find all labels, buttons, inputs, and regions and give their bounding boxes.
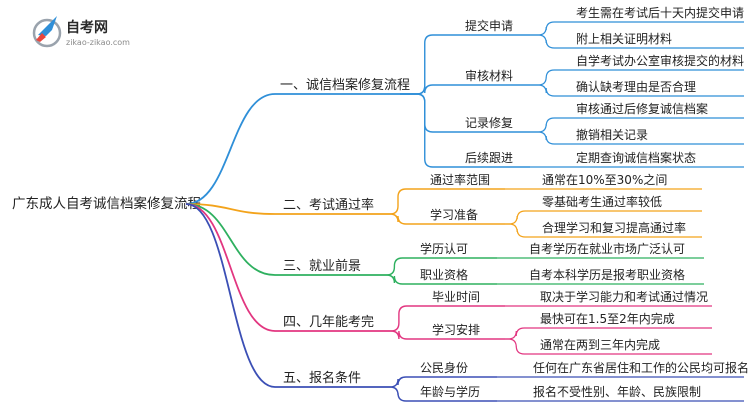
subtopic-edge (400, 84, 455, 95)
subtopic-label: 记录修复 (465, 115, 513, 130)
subtopic-edge (380, 274, 412, 285)
branch-label: 五、报名条件 (283, 370, 361, 386)
detail-label: 合理学习和复习提高通过率 (542, 220, 686, 235)
subtopic-label: 提交申请 (465, 18, 513, 33)
branch-label: 四、几年能考完 (283, 315, 374, 330)
branch-edge (185, 93, 276, 205)
mind-map-edges (185, 21, 744, 402)
detail-label: 自考学历在就业市场广泛认可 (529, 241, 685, 256)
logo-tip-icon (36, 33, 46, 42)
logo-ring-icon (32, 18, 62, 48)
branch-edge (185, 203, 276, 215)
branch-edge (185, 203, 276, 388)
detail-label: 通常在10%至30%之间 (542, 173, 667, 187)
subtopic-edge (380, 330, 422, 340)
subtopic-label: 学习安排 (432, 322, 480, 337)
subtopic-label: 通过率范围 (430, 172, 490, 187)
subtopic-label: 职业资格 (420, 267, 468, 282)
detail-edge (530, 21, 566, 36)
detail-edge (505, 223, 532, 238)
branch-label: 一、诚信档案修复流程 (280, 78, 410, 93)
detail-label: 最快可在1.5至2年内完成 (540, 311, 675, 326)
branch-edge (185, 203, 276, 276)
logo-pen-icon (38, 16, 57, 36)
mind-map-nodes: 一、诚信档案修复流程 提交申请 考生需在考试后十天内提交申请附上相关证明材料审核材料… (280, 5, 749, 399)
logo-url: zikao-zikao.com (66, 38, 130, 47)
detail-label: 报名不受性别、年龄、民族限制 (533, 384, 701, 399)
detail-edge (530, 131, 566, 145)
subtopic-edge (380, 376, 420, 388)
detail-label: 附上相关证明材料 (576, 32, 672, 46)
branch-label: 三、就业前景 (283, 258, 361, 274)
detail-label: 确认缺考理由是否合理 (576, 79, 696, 94)
site-logo[interactable]: 自考网 zikao-zikao.com (32, 16, 130, 48)
branch-edge (185, 203, 276, 332)
subtopic-edge (380, 188, 420, 215)
detail-edge (505, 210, 532, 225)
detail-label: 任何在广东省居住和工作的公民均可报名 (533, 360, 749, 375)
subtopic-edge (380, 213, 420, 225)
detail-label: 自学考试办公室审核提交的材料 (576, 53, 744, 68)
subtopic-edge (380, 305, 422, 332)
logo-name: 自考网 (66, 19, 108, 36)
detail-label: 零基础考生通过率较低 (542, 194, 662, 209)
detail-edge (530, 84, 566, 97)
detail-label: 取决于学习能力和考试通过情况 (540, 289, 708, 304)
subtopic-label: 审核材料 (465, 68, 513, 83)
root-node-label: 广东成人自考诚信档案修复流程 (12, 195, 201, 212)
detail-label: 自考本科学历是报考职业资格 (529, 267, 685, 282)
subtopic-label: 学历认可 (420, 241, 468, 256)
subtopic-label: 毕业时间 (432, 290, 480, 304)
subtopic-label: 年龄与学历 (420, 384, 480, 399)
subtopic-edge (380, 386, 420, 402)
detail-edge (530, 117, 566, 133)
subtopic-label: 公民身份 (420, 360, 468, 375)
detail-label: 考生需在考试后十天内提交申请 (576, 5, 744, 20)
detail-label: 定期查询诚信档案状态 (576, 150, 696, 165)
detail-edge (505, 338, 530, 355)
detail-edge (505, 327, 530, 340)
detail-label: 撤销相关记录 (576, 127, 648, 142)
subtopic-edge (400, 93, 455, 133)
subtopic-edge (380, 257, 412, 276)
branch-label: 二、考试通过率 (283, 197, 374, 213)
detail-edge (530, 69, 566, 86)
subtopic-label: 学习准备 (430, 207, 478, 222)
detail-edge (530, 34, 566, 49)
subtopic-edge (400, 93, 455, 168)
subtopic-label: 后续跟进 (465, 151, 513, 165)
detail-label: 通常在两到三年内完成 (540, 337, 660, 352)
detail-label: 审核通过后修复诚信档案 (576, 101, 708, 116)
